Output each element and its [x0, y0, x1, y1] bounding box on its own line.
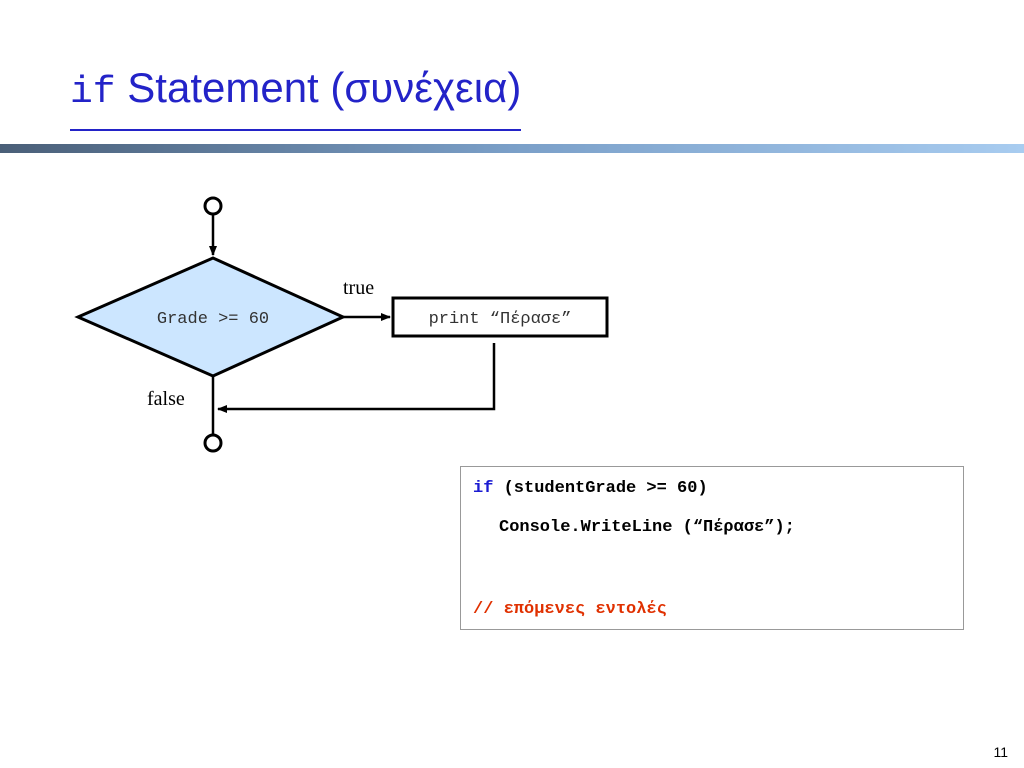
slide-title: if Statement (συνέχεια)	[70, 52, 522, 131]
true-label: true	[343, 277, 374, 299]
page-number: 11	[993, 744, 1008, 760]
code-comment: // επόμενες εντολές	[473, 600, 667, 619]
action-label: print “Πέρασε”	[429, 310, 572, 329]
start-node	[203, 196, 223, 216]
title-text: Statement (συνέχεια)	[115, 64, 522, 111]
title-keyword: if	[70, 71, 116, 114]
decision-label: Grade >= 60	[157, 310, 269, 329]
code-if-keyword: if	[473, 479, 494, 498]
title-divider-bar	[0, 144, 1024, 153]
action-box	[391, 296, 609, 338]
end-node	[203, 433, 223, 453]
action-to-merge-arrow	[217, 343, 496, 413]
code-condition: (studentGrade >= 60)	[493, 479, 708, 498]
code-line-1: if (studentGrade >= 60)	[473, 479, 708, 498]
code-line-2: Console.WriteLine (“Πέρασε”);	[499, 518, 795, 537]
false-label: false	[147, 388, 185, 410]
code-box: if (studentGrade >= 60) Console.WriteLin…	[460, 466, 964, 630]
